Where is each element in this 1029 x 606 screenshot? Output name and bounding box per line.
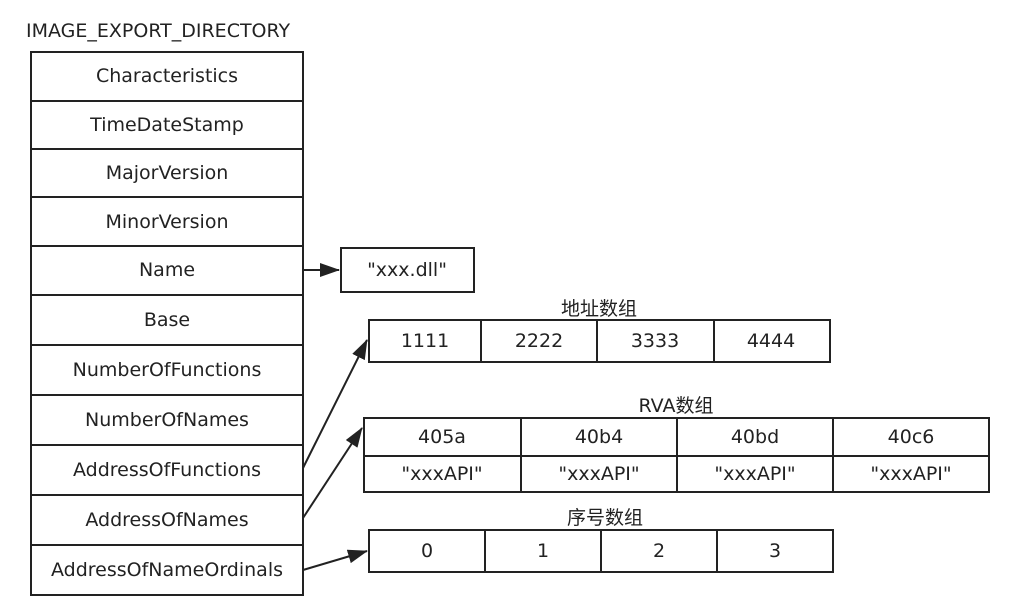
address-array-cell <box>713 319 831 363</box>
field-addressofnameordinals: AddressOfNameOrdinals <box>51 559 283 581</box>
field-numberofnames: NumberOfNames <box>85 409 249 431</box>
rva-array-value: 40c6 <box>888 426 935 448</box>
field-row-box <box>30 394 304 446</box>
ordinal-array: 0 1 2 3 <box>368 529 834 573</box>
name-box-value: "xxx.dll" <box>367 259 447 281</box>
struct-fields: Characteristics TimeDateStamp MajorVersi… <box>30 51 304 596</box>
field-row-box <box>30 294 304 346</box>
rva-array-value: 40bd <box>731 426 779 448</box>
rva-name-cell <box>363 455 522 493</box>
field-numberoffunctions: NumberOfFunctions <box>73 359 262 381</box>
field-characteristics: Characteristics <box>96 65 238 87</box>
name-box-rect <box>340 247 475 293</box>
address-array: 1111 2222 3333 4444 <box>368 319 831 363</box>
address-array-cell <box>368 319 482 363</box>
rva-name-value: "xxxAPI" <box>870 463 951 485</box>
address-array-cell <box>480 319 598 363</box>
ordinal-array-value: 2 <box>653 540 665 562</box>
ordinal-array-cell <box>716 529 834 573</box>
rva-name-cell <box>676 455 834 493</box>
arrow-functions-to-address-array <box>302 339 368 469</box>
rva-array-value: 40b4 <box>575 426 623 448</box>
rva-name-cell <box>832 455 990 493</box>
rva-array-cell <box>363 417 522 457</box>
ordinal-array-value: 1 <box>537 540 549 562</box>
address-array-value: 3333 <box>631 330 679 352</box>
rva-name-value: "xxxAPI" <box>714 463 795 485</box>
address-array-title: 地址数组 <box>561 298 637 320</box>
field-row-box <box>30 196 304 247</box>
address-array-value: 1111 <box>401 330 449 352</box>
name-string-box: "xxx.dll" <box>340 247 475 293</box>
rva-array-value: 405a <box>418 426 466 448</box>
field-base: Base <box>144 309 190 331</box>
field-row-box <box>30 494 304 546</box>
address-array-value: 4444 <box>747 330 795 352</box>
arrow-ordinals-to-ordinal-array <box>302 549 368 571</box>
field-row-box <box>30 100 304 150</box>
rva-array-title: RVA数组 <box>639 395 714 417</box>
field-addressoffunctions: AddressOfFunctions <box>73 459 261 481</box>
field-addressofnames: AddressOfNames <box>85 509 248 531</box>
ordinal-array-cell <box>600 529 718 573</box>
address-array-value: 2222 <box>515 330 563 352</box>
ordinal-array-value: 0 <box>421 540 433 562</box>
rva-name-value: "xxxAPI" <box>558 463 639 485</box>
ordinal-array-title: 序号数组 <box>567 507 643 529</box>
field-timedatestamp: TimeDateStamp <box>89 114 244 136</box>
ordinal-array-cell <box>368 529 486 573</box>
field-row-box <box>30 51 304 102</box>
ordinal-array-value: 3 <box>769 540 781 562</box>
rva-array: 405a 40b4 40bd 40c6 "xxxAPI" "xxxAPI" "x… <box>363 417 990 493</box>
rva-array-cell <box>832 417 990 457</box>
field-minorversion: MinorVersion <box>105 211 228 233</box>
rva-name-cell <box>520 455 678 493</box>
arrow-names-to-rva-array <box>302 427 363 519</box>
rva-array-cell <box>676 417 834 457</box>
rva-name-value: "xxxAPI" <box>401 463 482 485</box>
field-name: Name <box>139 259 195 281</box>
field-majorversion: MajorVersion <box>106 162 229 184</box>
struct-title: IMAGE_EXPORT_DIRECTORY <box>26 20 291 42</box>
